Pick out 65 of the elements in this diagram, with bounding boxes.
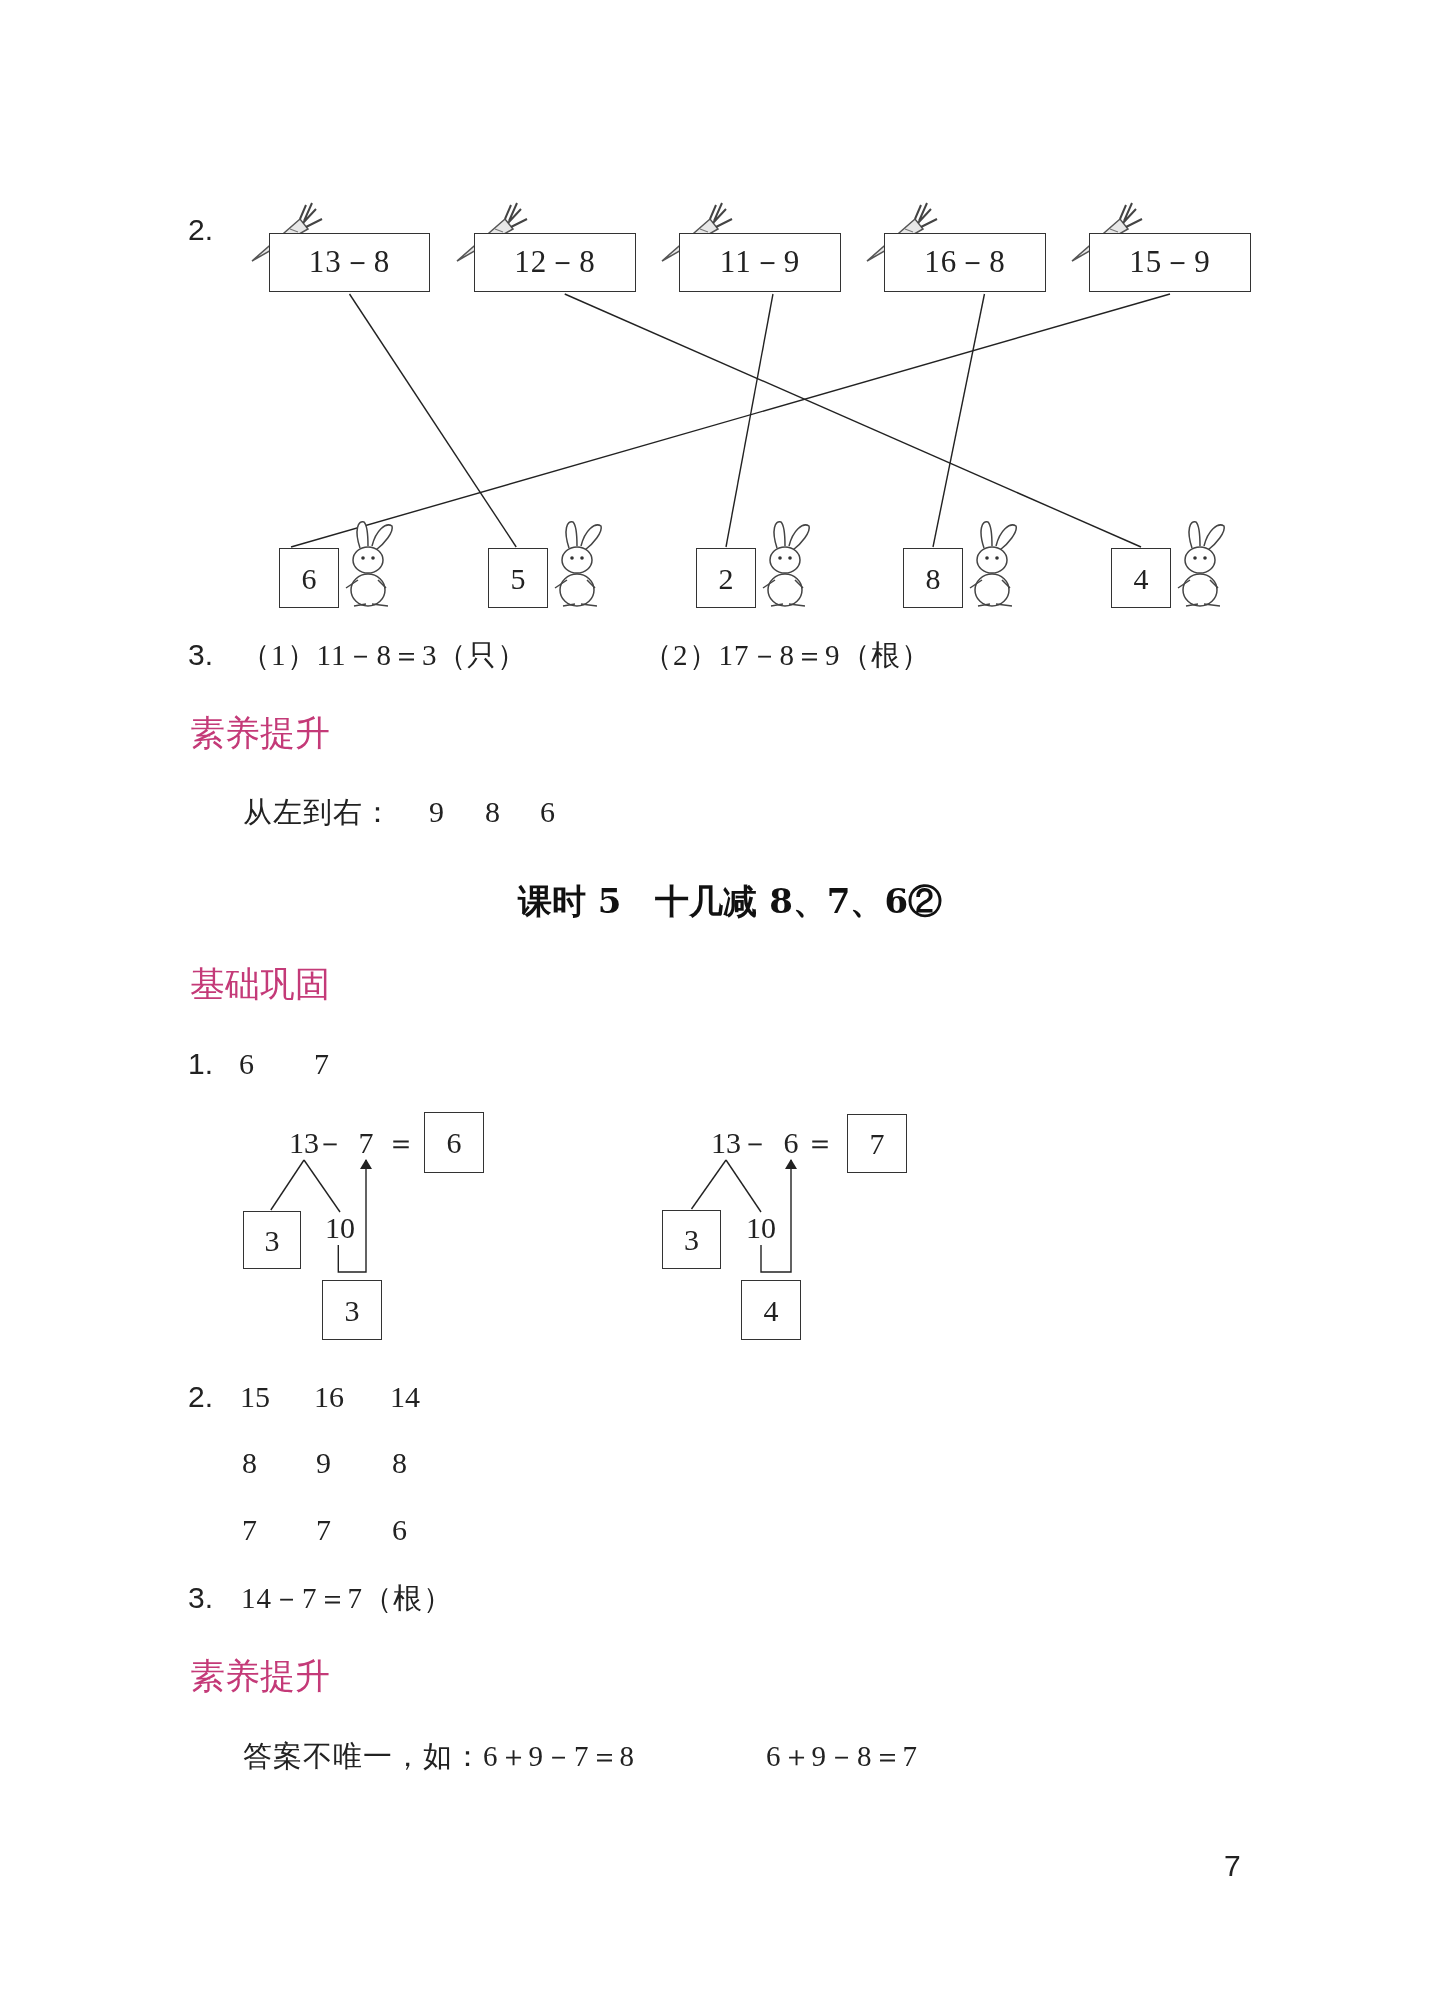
answer-box: 5 — [488, 548, 548, 608]
math-operator: ＝ — [805, 1125, 835, 1162]
answer-number: 8 — [392, 1445, 407, 1482]
answer-number: 8 — [242, 1445, 257, 1482]
item-number: 1. — [188, 1046, 214, 1083]
answer-box: 3 — [243, 1211, 301, 1269]
answer-number: 7 — [314, 1046, 329, 1083]
answer-number: 16 — [314, 1379, 344, 1416]
answer-box: 3 — [322, 1280, 382, 1340]
item-number: 7 — [1224, 1848, 1241, 1885]
section-heading: 素养提升 — [190, 712, 330, 755]
connector-line — [270, 1159, 305, 1211]
answer-number: 6 — [239, 1046, 254, 1083]
item-number: 2. — [188, 1379, 214, 1416]
answer-number: 9 — [429, 794, 444, 831]
answer-box: 2 — [696, 548, 756, 608]
answer-box: 8 — [903, 548, 963, 608]
answer-number: 7 — [316, 1512, 331, 1549]
arrow — [337, 1159, 372, 1273]
answer-number: 14 — [390, 1379, 420, 1416]
expression-box: 11－9 — [679, 233, 841, 292]
lesson-title: 课时 5 十几减 8、7、6② — [517, 879, 943, 923]
connector-line — [348, 293, 517, 548]
math-operator: ＝ — [386, 1125, 416, 1162]
expression-box: 12－8 — [474, 233, 636, 292]
answer-box: 4 — [741, 1280, 801, 1340]
expression-box: 13－8 — [269, 233, 430, 292]
answer-box: 3 — [662, 1210, 721, 1269]
math-number: 10 — [746, 1213, 776, 1243]
section-heading: 素养提升 — [190, 1655, 330, 1698]
answer-number: 6 — [392, 1512, 407, 1549]
math-number: 13 — [711, 1128, 741, 1158]
answer-box: 6 — [424, 1112, 484, 1173]
item-number: 2. — [188, 212, 214, 249]
connector-line — [290, 293, 1171, 548]
item-number: 3. — [188, 1580, 214, 1617]
answer-text: 从左到右： — [243, 794, 393, 830]
connector-line — [303, 1159, 341, 1213]
answer-number: 6 — [540, 794, 555, 831]
answer-text: 6＋9－8＝7 — [766, 1738, 918, 1774]
expression-box: 15－9 — [1089, 233, 1251, 292]
section-heading: 基础巩固 — [190, 963, 330, 1006]
expression-box: 16－8 — [884, 233, 1046, 292]
connector-line — [564, 293, 1142, 548]
connector-line — [690, 1159, 727, 1210]
answer-text: 答案不唯一，如：6＋9－7＝8 — [243, 1738, 635, 1774]
answer-box: 6 — [279, 548, 339, 608]
answer-box: 4 — [1111, 548, 1171, 608]
math-number: 7 — [358, 1128, 374, 1158]
answer-number: 15 — [240, 1379, 270, 1416]
math-number: 6 — [783, 1128, 799, 1158]
answer-text: 14－7＝7（根） — [241, 1580, 453, 1616]
answer-box: 7 — [847, 1114, 907, 1173]
answer-text: （1）11－8＝3（只） — [241, 637, 528, 673]
connector-line — [932, 293, 986, 548]
connector-line — [725, 1159, 762, 1213]
answer-number: 9 — [316, 1445, 331, 1482]
answer-number: 7 — [242, 1512, 257, 1549]
item-number: 3. — [188, 637, 214, 674]
connector-line — [725, 293, 774, 548]
answer-number: 8 — [485, 794, 500, 831]
answer-text: （2）17－8＝9（根） — [643, 637, 931, 673]
math-number: 10 — [325, 1213, 355, 1243]
math-operator: － — [740, 1125, 770, 1162]
arrow — [760, 1159, 797, 1273]
